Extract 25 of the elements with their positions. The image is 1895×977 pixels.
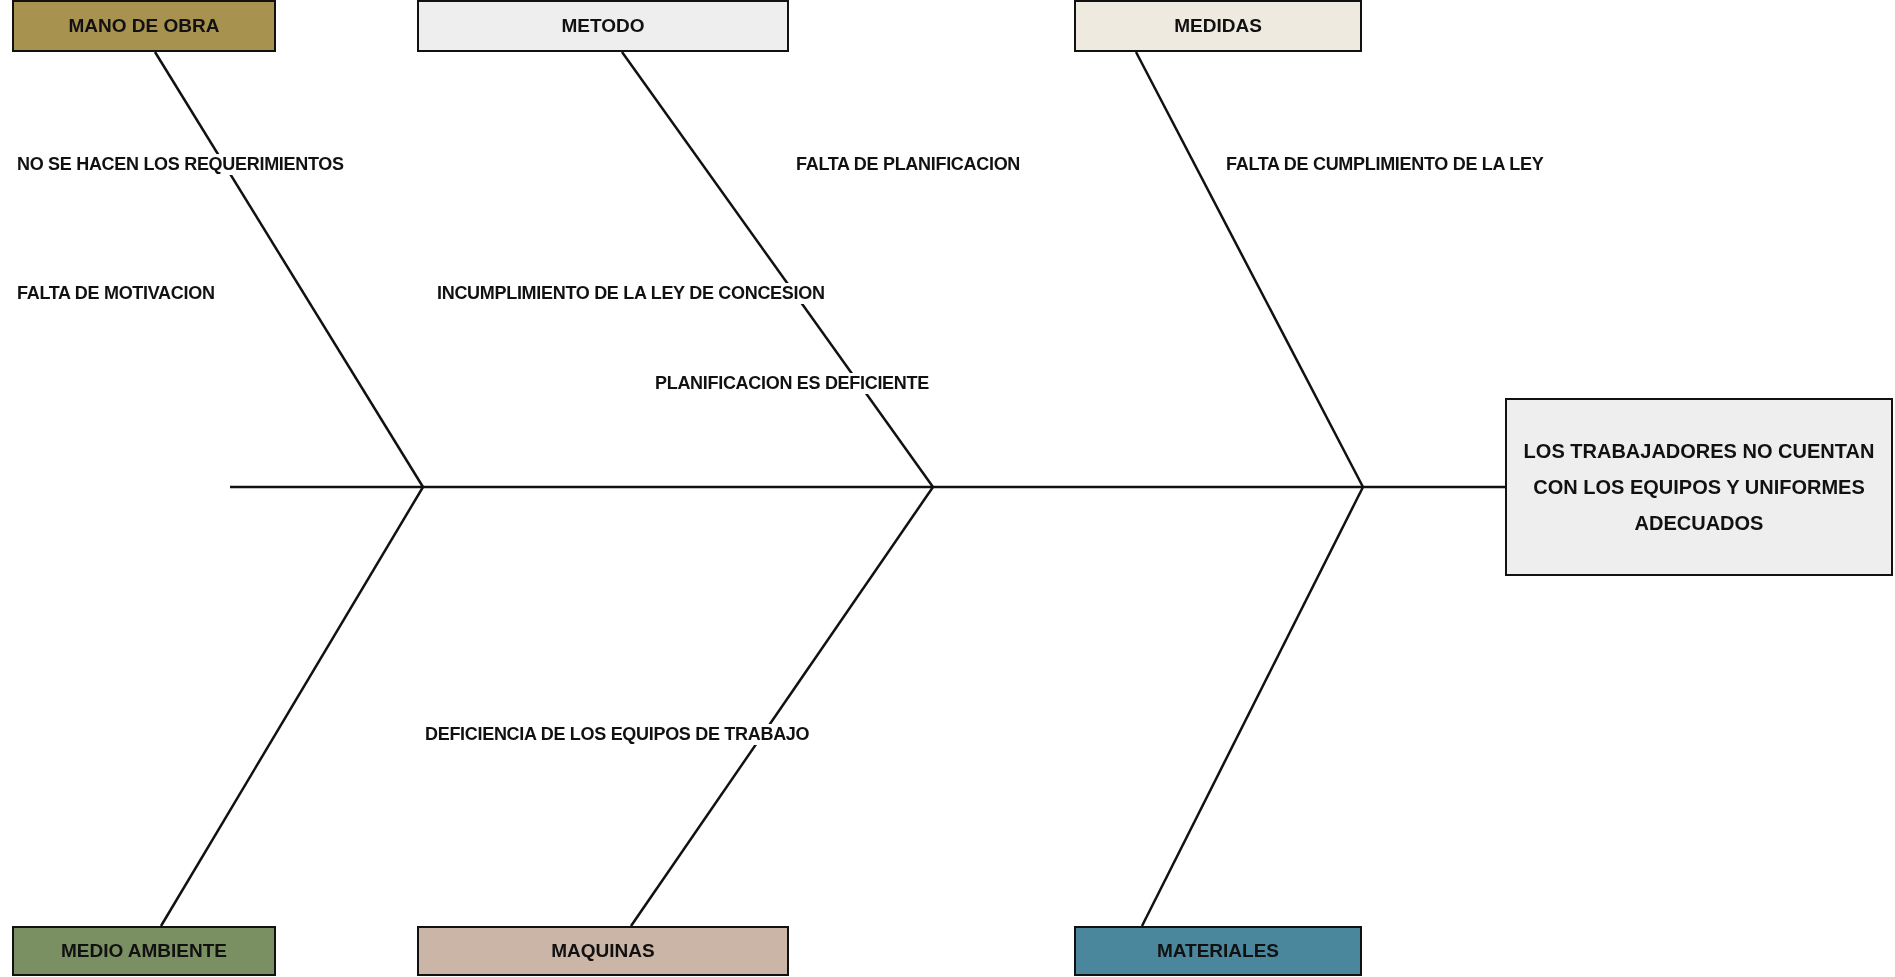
category-label: MATERIALES (1156, 940, 1280, 962)
category-box (1074, 0, 1362, 52)
bone-line (159, 486, 425, 927)
category-box (417, 0, 789, 52)
bone-line (1134, 51, 1365, 488)
effect-box (1505, 398, 1893, 576)
bone-line (621, 51, 934, 488)
bone-line (1140, 486, 1365, 927)
effect-text: LOS TRABAJADORES NO CUENTAN CON LOS EQUIPOS Y UNIFORMES ADECUADOS (1522, 439, 1876, 536)
category-label: METODO (561, 15, 645, 37)
cause-text: NO SE HACEN LOS REQUERIMIENTOS (15, 154, 346, 175)
cause-text: INCUMPLIMIENTO DE LA LEY DE CONCESION (435, 283, 827, 304)
category-box (1074, 926, 1362, 976)
category-label: MEDIO AMBIENTE (60, 940, 228, 962)
category-box (12, 926, 276, 976)
category-label: MAQUINAS (551, 940, 655, 962)
category-box (417, 926, 789, 976)
category-label: MANO DE OBRA (68, 15, 220, 37)
spine-line (230, 485, 1505, 489)
cause-text: DEFICIENCIA DE LOS EQUIPOS DE TRABAJO (423, 724, 812, 745)
bone-line (629, 486, 935, 927)
category-label: MEDIDAS (1174, 15, 1262, 37)
bone-line (153, 51, 425, 488)
category-box (12, 0, 276, 52)
cause-text: PLANIFICACION ES DEFICIENTE (653, 373, 931, 394)
